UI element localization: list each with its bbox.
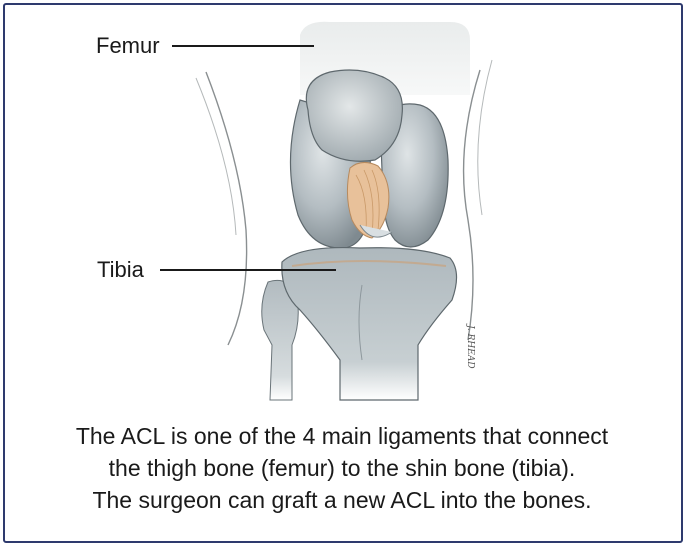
caption-line-2: the thigh bone (femur) to the shin bone … (12, 452, 672, 484)
femur-leader-line (172, 45, 314, 47)
tibia-leader-line (160, 269, 336, 271)
caption-line-3: The surgeon can graft a new ACL into the… (12, 484, 672, 516)
femur-label: Femur (96, 35, 160, 57)
caption-line-1: The ACL is one of the 4 main ligaments t… (12, 420, 672, 452)
figure-caption: The ACL is one of the 4 main ligaments t… (12, 420, 672, 516)
artist-signature: J. RHEAD (465, 323, 475, 369)
tibia-label: Tibia (97, 259, 144, 281)
